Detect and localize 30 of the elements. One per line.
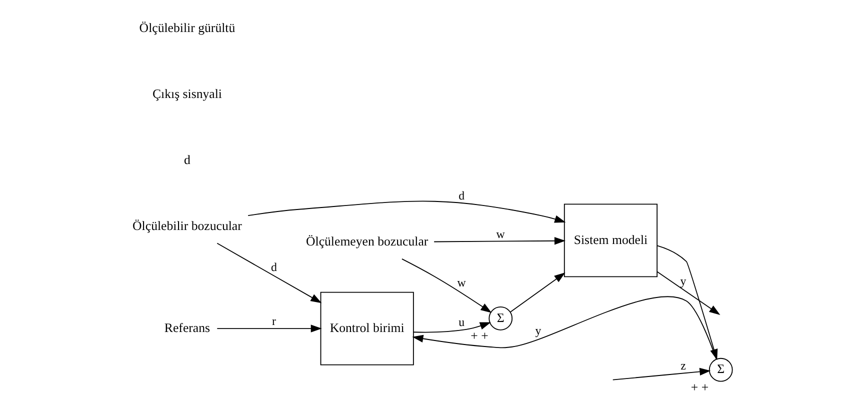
- edge-label: y: [534, 323, 541, 338]
- arrow: [247, 200, 566, 223]
- node-label: + +: [690, 380, 708, 395]
- node-text: Ölçülemeyen bozucular: [306, 234, 428, 249]
- edge-label: r: [271, 314, 276, 328]
- edge-label: w: [496, 227, 504, 242]
- edge-label: z: [680, 358, 686, 372]
- arrow: [216, 324, 322, 332]
- node-box: Kontrol birimi: [320, 292, 414, 366]
- node-circle: Σ: [708, 358, 732, 382]
- node-circle: Σ: [488, 306, 512, 330]
- label: d: [184, 152, 190, 167]
- node-text: Ölçülebilir bozucular: [132, 219, 242, 234]
- label: Çıkış sisnyali: [152, 86, 222, 101]
- arrow: [401, 258, 492, 313]
- node-text: Referans: [164, 320, 210, 335]
- arrow: [412, 322, 490, 333]
- arrow: [612, 368, 710, 380]
- edge-label: d: [270, 260, 276, 274]
- node-box: Sistem modeli: [563, 204, 658, 278]
- arrow: [216, 242, 322, 304]
- edge-label: y: [680, 274, 686, 288]
- edge-label: w: [456, 276, 466, 290]
- label: Ölçülebilir gürültü: [138, 20, 235, 35]
- arrow: [433, 236, 565, 245]
- edge-label: u: [458, 315, 464, 330]
- edge-label: d: [458, 188, 464, 203]
- node-label: + +: [470, 329, 488, 344]
- arrow: [509, 272, 565, 312]
- arrow: [656, 271, 720, 315]
